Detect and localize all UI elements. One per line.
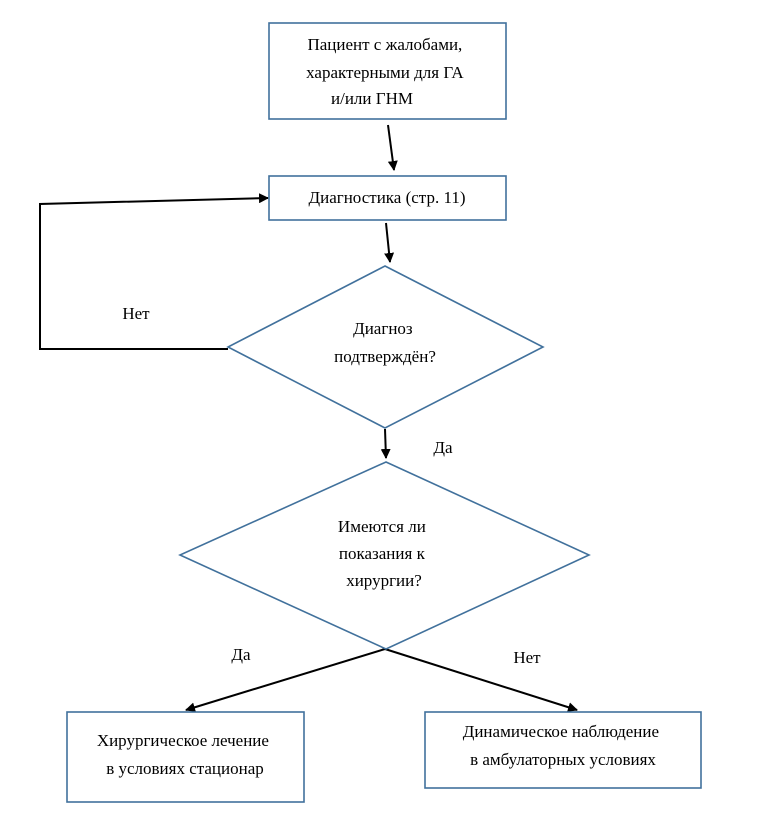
svg-text:Хирургическое лечение в: Хирургическое лечение в условиях стацион…: [97, 731, 273, 778]
edge-surgery-to-observation: [384, 648, 578, 713]
node-surgery-line-1: Имеются ли: [338, 517, 426, 536]
node-diagnosis-confirmed: Диагноз подтверждён?: [226, 265, 545, 429]
node-treatment-line-1: Хирургическое лечение: [97, 731, 269, 750]
node-patient-line-2: характерными для ГА: [306, 63, 464, 82]
node-surgery-indicated: Имеются ли показания к хирургии?: [178, 461, 591, 650]
svg-text:Имеются ли показания к: Имеются ли показания к хирургии?: [338, 517, 430, 590]
node-treatment-line-2: в условиях стационар: [106, 759, 264, 778]
svg-text:Диагностика (стр. 11): Диагностика (стр. 11): [309, 188, 466, 207]
node-surgical-treatment: Хирургическое лечение в условиях стацион…: [66, 711, 305, 803]
node-observation: Динамическое наблюдение в амбулаторных у…: [424, 711, 702, 789]
edge-label-surgery-no: Нет: [513, 648, 541, 667]
node-surgery-line-3: хирургии?: [346, 571, 422, 590]
node-patient: Пациент с жалобами, характерными для ГА …: [268, 22, 507, 120]
node-diagnostics: Диагностика (стр. 11): [268, 175, 507, 221]
edge-patient-to-diagnostics: [387, 124, 398, 171]
node-diagnostics-line-1: Диагностика (стр. 11): [309, 188, 466, 207]
svg-text:Пациент с жалобами, хара: Пациент с жалобами, характерными для ГА …: [306, 35, 468, 108]
edge-label-confirmed-no: Нет: [122, 304, 150, 323]
edge-surgery-to-treatment: [185, 648, 386, 713]
node-confirmed-line-2: подтверждён?: [334, 347, 436, 366]
edge-label-confirmed-yes: Да: [433, 438, 453, 457]
node-patient-line-3: и/или ГНМ: [331, 89, 413, 108]
edge-confirmed-to-surgery: [380, 428, 391, 459]
node-patient-line-1: Пациент с жалобами,: [307, 35, 462, 54]
edge-label-surgery-yes: Да: [231, 645, 251, 664]
edge-diagnostics-to-confirmed: [384, 222, 395, 263]
node-observation-line-1: Динамическое наблюдение: [463, 722, 659, 741]
node-surgery-line-2: показания к: [339, 544, 426, 563]
svg-text:Динамическое наблюдение: Динамическое наблюдение в амбулаторных у…: [463, 722, 664, 769]
svg-text:Диагноз подтверждён?: Диагноз подтверждён?: [334, 319, 436, 366]
node-confirmed-line-1: Диагноз: [353, 319, 413, 338]
edge-confirmed-no-loop: [39, 193, 269, 350]
node-observation-line-2: в амбулаторных условиях: [470, 750, 656, 769]
